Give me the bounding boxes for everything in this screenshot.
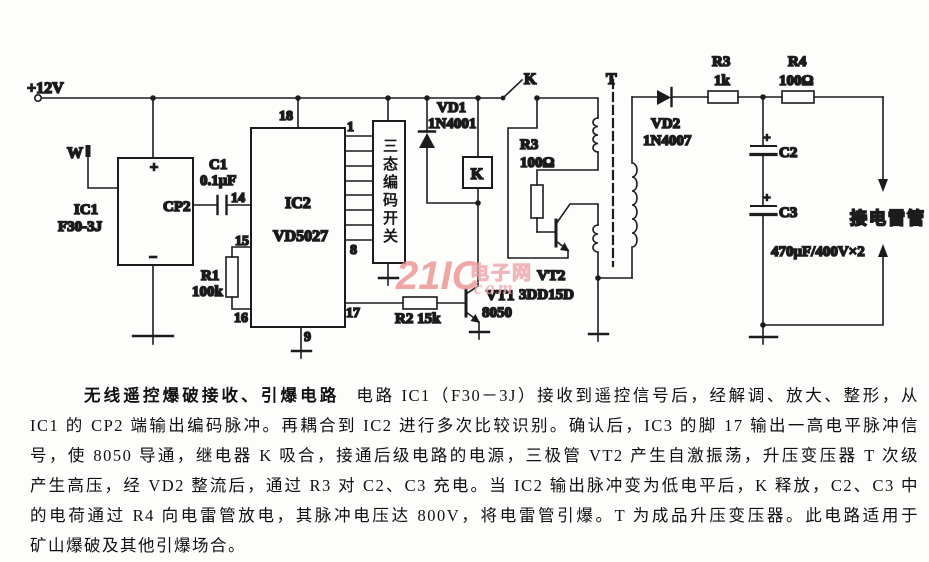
- ic1-box: [117, 157, 194, 266]
- vd1-part: 1N4001: [428, 116, 476, 132]
- ic2-pin17-label: 17: [346, 306, 360, 321]
- r4-output-resistor: R4 100Ω: [778, 53, 884, 104]
- ic2-pin15-label: 15: [235, 234, 249, 249]
- transformer-label: T: [606, 71, 617, 88]
- c3-plus: +: [763, 190, 770, 205]
- relay-contact: K: [501, 70, 538, 100]
- ic2-pin18-label: 18: [279, 109, 293, 124]
- vt2-oscillator: VT2 3DD15D: [507, 97, 599, 304]
- caps-value: 470μF/400V×2: [771, 244, 865, 260]
- r3-osc-name: R3: [520, 137, 538, 153]
- antenna: W: [66, 144, 119, 189]
- encoder-switch: [344, 97, 406, 279]
- c2-plus: +: [763, 130, 770, 145]
- r2-label: R2 15k: [395, 311, 441, 327]
- detonator-arrow-up: [878, 244, 888, 257]
- transformer: T: [592, 70, 658, 335]
- r3-osc-resistor: R3 100Ω: [519, 136, 599, 233]
- vd1-triangle: [419, 133, 435, 148]
- r2-body: [402, 296, 438, 310]
- ic2-pin8-label: 8: [350, 243, 357, 258]
- circuit-schematic: +12V W + − CP2 IC1 F30-3J C1 0.1μF 14: [26, 53, 926, 359]
- ic1-name: IC1: [74, 202, 98, 218]
- r3-osc-body: [530, 184, 544, 219]
- power-label: +12V: [27, 80, 64, 97]
- ic1-part: F30-3J: [58, 219, 103, 235]
- r3-output-resistor: R3 1k: [707, 53, 783, 104]
- c3-name: C3: [779, 205, 797, 221]
- vt1-transistor: VT1 8050: [464, 284, 515, 333]
- r3-output-value: 1k: [714, 73, 731, 89]
- vd2-diode: VD2 1N4007: [642, 86, 709, 150]
- detonator-terminals: 接电雷管: [762, 96, 926, 326]
- r3-output-name: R3: [712, 54, 730, 70]
- vt2-part: 3DD15D: [519, 287, 574, 303]
- ic1-plus: +: [150, 160, 159, 176]
- c1-value: 0.1μF: [200, 173, 236, 189]
- encoder-box: [372, 120, 406, 264]
- description-line-6: 矿山爆破及其他引爆场合。: [30, 536, 246, 555]
- description-title: 无线遥控爆破接收、引爆电路: [84, 386, 340, 405]
- c2-name: C2: [779, 145, 797, 161]
- antenna-label: W: [67, 145, 83, 162]
- vd2-triangle: [657, 90, 671, 105]
- c1-name: C1: [209, 157, 227, 173]
- secondary-winding: [631, 96, 638, 279]
- description-line-3: 号，使 8050 导通，继电器 K 吸合，接通后级电路的电源，三极管 VT2 产…: [30, 446, 919, 465]
- ic2-name: IC2: [285, 195, 311, 212]
- relay-contact-label: K: [524, 71, 537, 88]
- antenna-tip: [85, 145, 91, 157]
- relay-coil-label: K: [471, 166, 484, 183]
- vd2-part: 1N4007: [643, 133, 692, 149]
- r4-output-value: 100Ω: [779, 73, 814, 89]
- ground-symbols: [131, 276, 779, 359]
- vt2-name: VT2: [537, 268, 565, 284]
- description-line-2: IC1 的 CP2 端输出编码脉冲。再耦合到 IC2 进行多次比较识别。确认后，…: [30, 416, 919, 435]
- vt1-name: VT1: [486, 288, 514, 304]
- ic2-pin14-label: 14: [231, 191, 245, 206]
- c2-capacitor: + C2: [749, 96, 798, 162]
- primary-winding: [592, 117, 599, 153]
- description-line-1-text: 电路 IC1（F30－3J）接收到遥控信号后，经解调、放大、整形，从: [356, 386, 919, 405]
- ic2-pin9-label: 9: [304, 330, 311, 345]
- r4-output-body: [781, 90, 815, 104]
- description-line-1: 无线遥控爆破接收、引爆电路电路 IC1（F30－3J）接收到遥控信号后，经解调、…: [30, 381, 919, 411]
- r1-body: [225, 256, 239, 298]
- description-line-5: 的电荷通过 R4 向电雷管放电，其脉冲电压达 800V，将电雷管引爆。T 为成品…: [30, 506, 919, 525]
- vt2-emitter-arrow: [560, 242, 570, 252]
- r3-osc-value: 100Ω: [520, 155, 555, 171]
- r2-resistor: R2 15k: [344, 296, 467, 328]
- r3-output-body: [707, 90, 739, 104]
- detonator-label: 接电雷管: [850, 208, 926, 228]
- vd2-name: VD2: [651, 116, 680, 132]
- ic2-pin16-label: 16: [234, 311, 248, 326]
- detonator-arrow-down: [878, 179, 888, 192]
- junction-dots: [150, 94, 766, 328]
- ic1-receiver: + − CP2 IC1 F30-3J: [57, 97, 194, 337]
- ic2-pin1-label: 1: [347, 120, 354, 135]
- relay-coil: K: [462, 97, 493, 287]
- r1-value: 100k: [192, 284, 224, 300]
- ic2-decoder: 18 IC2 VD5027 15 16 9 17 1 8: [233, 97, 361, 352]
- feedback-winding: [592, 224, 599, 279]
- ic1-minus: −: [149, 250, 158, 266]
- description-line-4: 产生高压，经 VD2 整流后，通过 R3 对 C2、C3 充电。当 IC2 输出…: [30, 476, 919, 495]
- vt1-emitter-arrow: [470, 314, 480, 323]
- vt1-part: 8050: [482, 305, 512, 321]
- power-rail: +12V: [26, 79, 599, 119]
- r1-name: R1: [201, 268, 219, 284]
- r1-resistor: R1 100k: [191, 246, 252, 310]
- ic2-part: VD5027: [273, 228, 328, 245]
- c1-coupling-cap: C1 0.1μF 14: [192, 156, 252, 216]
- vd1-name: VD1: [437, 100, 466, 116]
- ic1-pin-cp2: CP2: [163, 199, 191, 215]
- encoder-switch-label: 三态编码开关: [381, 138, 397, 246]
- vd1-diode: VD1 1N4001: [417, 97, 479, 204]
- circuit-description: 无线遥控爆破接收、引爆电路电路 IC1（F30－3J）接收到遥控信号后，经解调、…: [30, 381, 919, 561]
- r4-output-name: R4: [788, 54, 807, 70]
- c3-capacitor: + C3 470μF/400V×2: [749, 154, 866, 326]
